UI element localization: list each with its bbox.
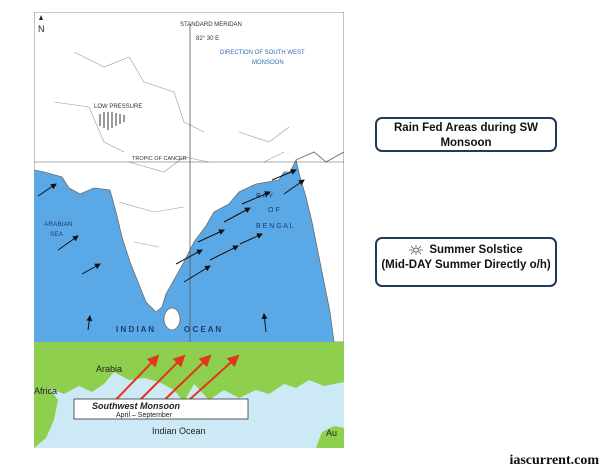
monsoon-map-india: N STANDARD MERIDAN 82° 30 E DIRECTION OF… <box>34 12 344 342</box>
africa-label: Africa <box>34 386 57 396</box>
ocean-label: O C E A N <box>184 325 221 334</box>
state-borders <box>53 51 290 248</box>
indian-label: I N D I A N <box>116 325 154 334</box>
low-pressure-label: LOW PRESSURE <box>94 104 142 110</box>
sri-lanka <box>163 307 181 331</box>
au-label: Au <box>326 428 337 438</box>
sea-label: SEA <box>50 231 64 238</box>
solstice-line-1: Summer Solstice <box>429 244 523 256</box>
solstice-line-2: (Mid-DAY Summer Directly o/h) <box>381 259 551 271</box>
southwest-monsoon-regional-map: Arabia Africa Indian Ocean Au Southwest … <box>34 342 344 448</box>
rain-line-1: Rain Fed Areas during SW <box>394 122 538 134</box>
tropic-label: TROPIC OF CANCER <box>132 156 187 162</box>
monsoon-title: Southwest Monsoon <box>92 401 180 411</box>
direction-label-2: MONSOON <box>252 60 284 66</box>
meridian-label: STANDARD MERIDAN <box>180 22 242 28</box>
rain-fed-callout: Rain Fed Areas during SW Monsoon <box>375 117 557 152</box>
monsoon-months: April – September <box>116 412 173 419</box>
north-arrow-icon <box>39 15 43 20</box>
indian-ocean-label: Indian Ocean <box>152 426 206 436</box>
land-asia <box>34 342 344 402</box>
monsoon-arrows <box>37 169 305 333</box>
summer-solstice-callout: Summer Solstice (Mid-DAY Summer Directly… <box>375 237 557 287</box>
bay-label-3: B E N G A L <box>256 223 293 230</box>
land-australia <box>316 426 344 448</box>
arabian-label: ARABIAN <box>44 221 73 228</box>
land-africa <box>34 388 58 448</box>
rain-line-2: Monsoon <box>440 137 492 149</box>
north-label: N <box>38 24 45 34</box>
monsoon-label-box <box>73 398 249 420</box>
arabia-label: Arabia <box>96 364 122 374</box>
bay-label-2: O F <box>268 207 280 214</box>
watermark: iascurrent.com <box>509 453 599 468</box>
sun-icon <box>409 244 424 255</box>
low-pressure-hatch <box>99 112 125 130</box>
meridian-value: 82° 30 E <box>196 36 219 42</box>
direction-label-1: DIRECTION OF SOUTH WEST <box>220 50 305 56</box>
